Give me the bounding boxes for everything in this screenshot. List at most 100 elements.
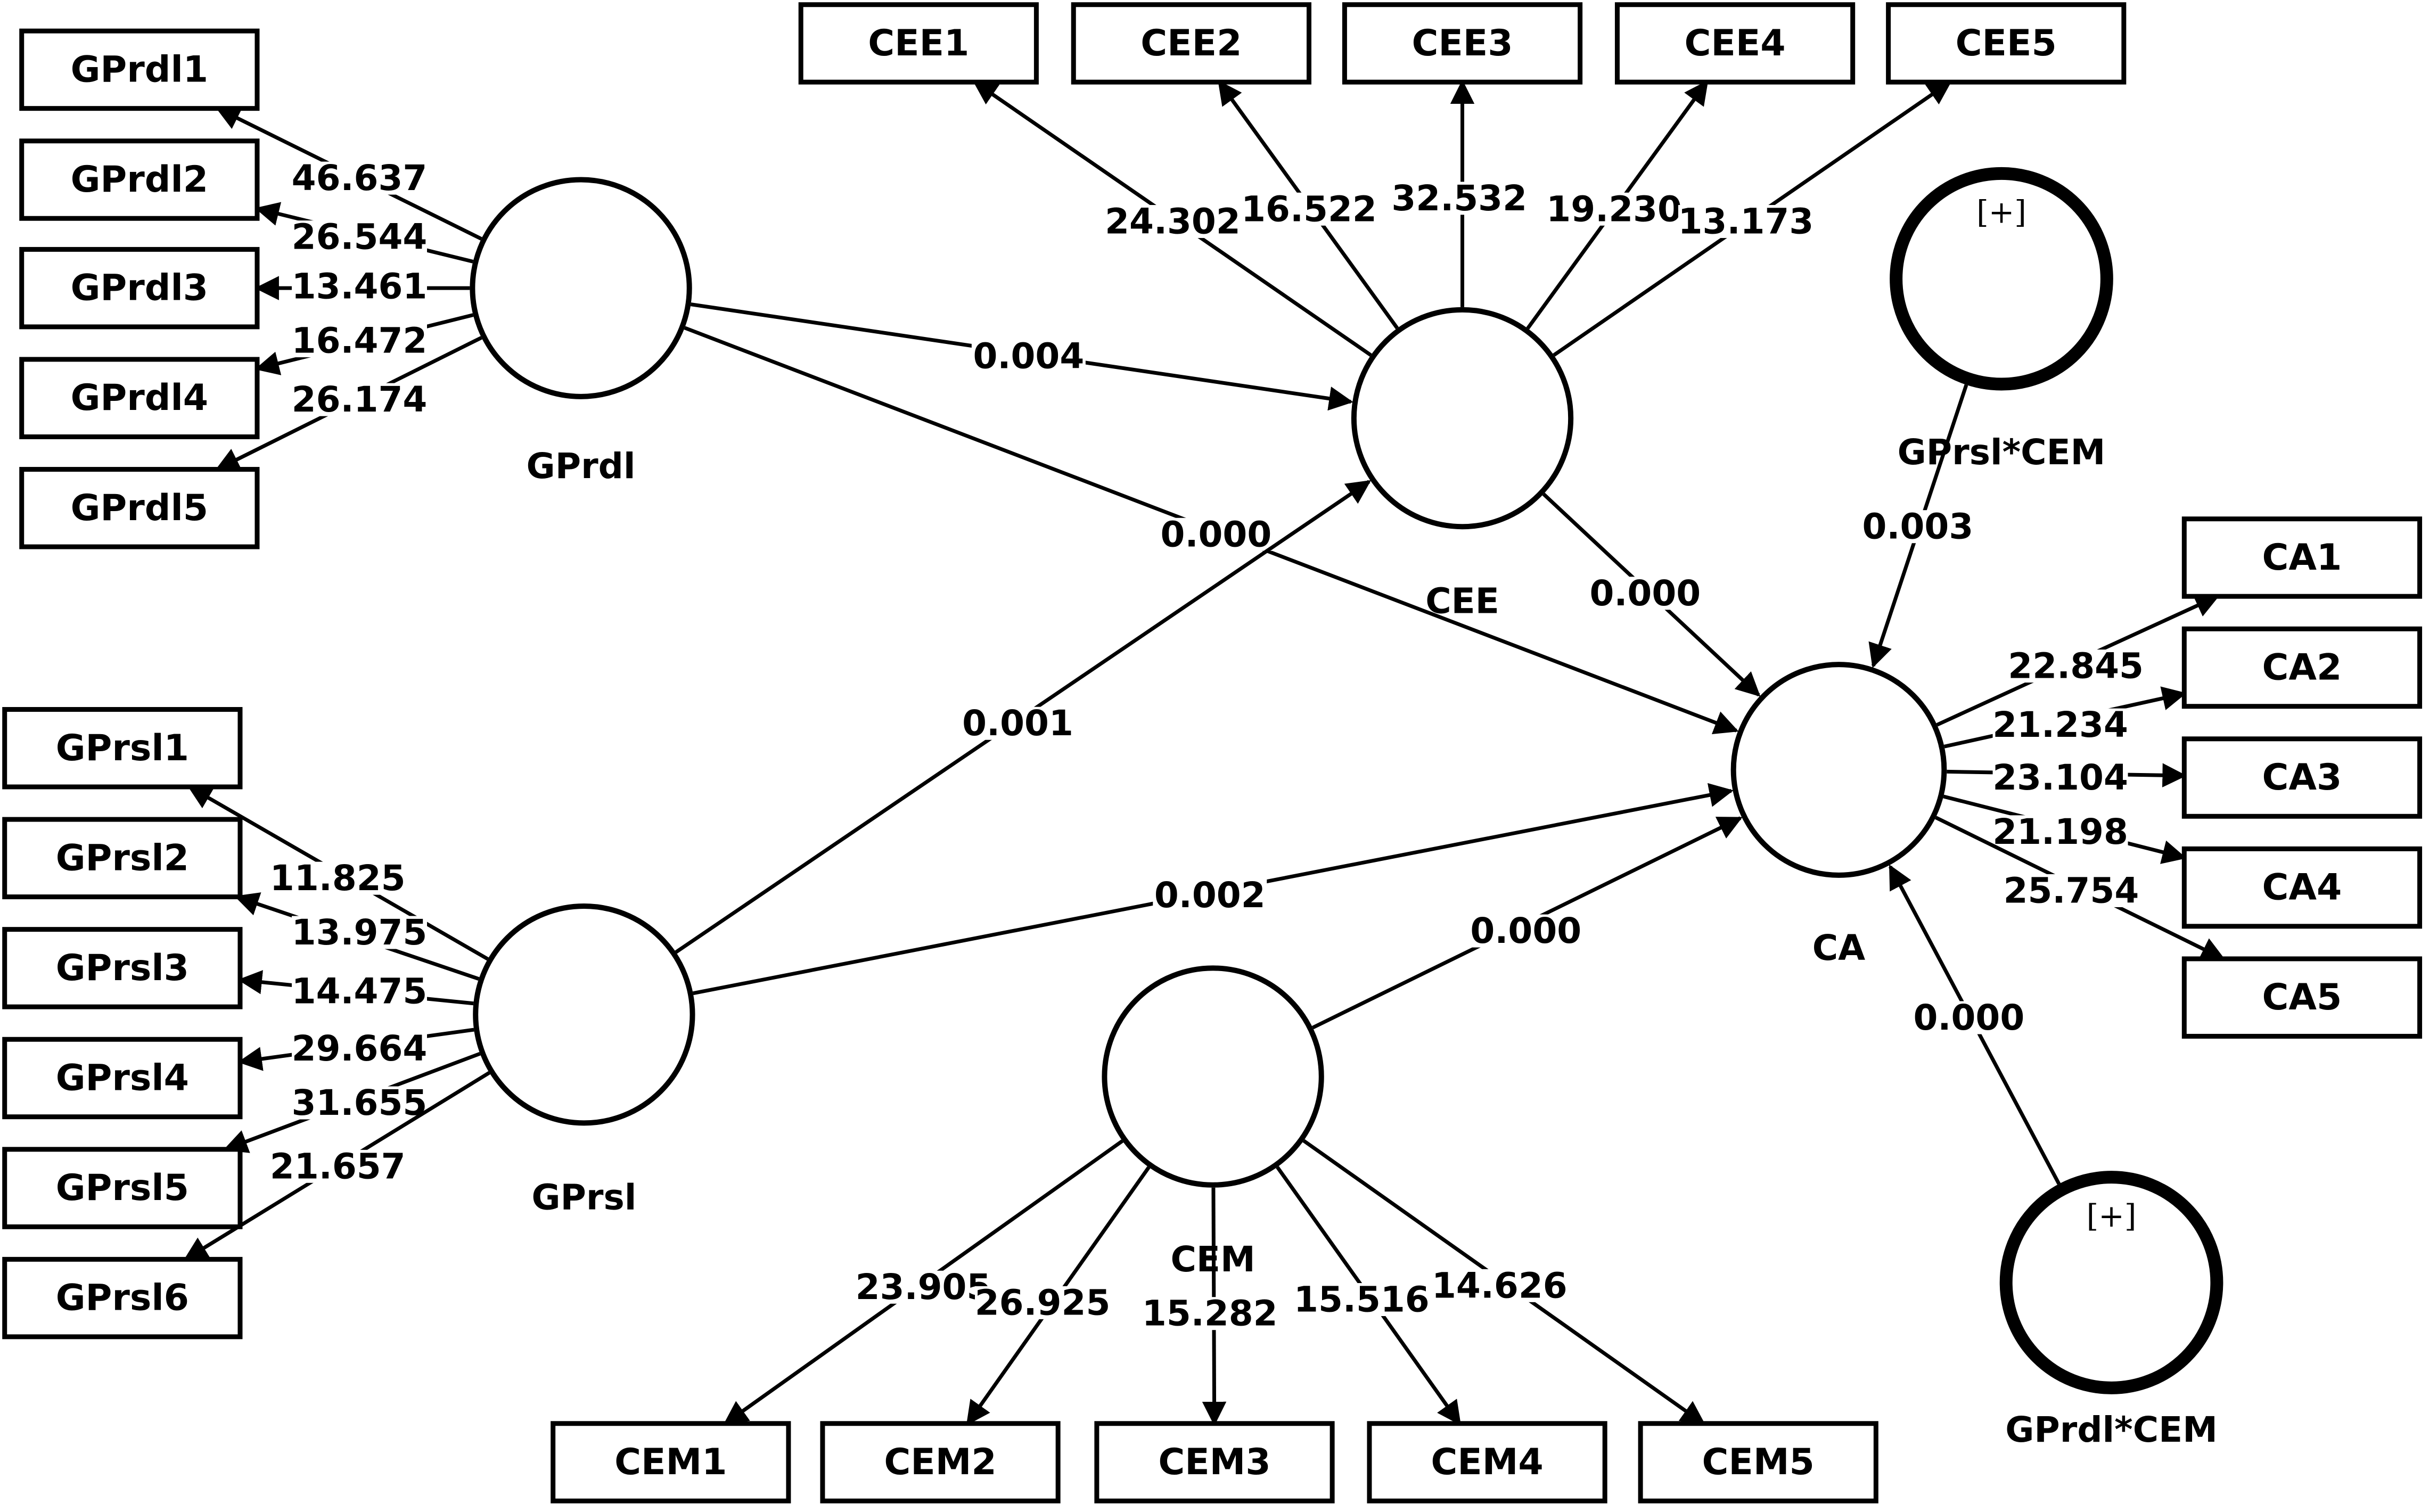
loading-value-gprsl3: 14.475 [292,971,428,1012]
loading-value-ca4: 21.198 [1992,811,2128,852]
indicator-gprdl4[interactable]: GPrdl4 [19,357,260,439]
loading-edge-gprsl2: 13.975 [234,892,480,981]
indicator-box [19,138,260,221]
indicator-cee2[interactable]: CEE2 [1071,2,1311,85]
indicator-cee5[interactable]: CEE5 [1886,2,2127,85]
latent-cem[interactable]: CEM [1102,965,1324,1280]
indicator-gprsl3[interactable]: GPrsl3 [2,927,243,1009]
indicator-gprdl2[interactable]: GPrdl2 [19,138,260,221]
path-edge-cee-ca: 0.000 [1542,492,1761,697]
indicator-cem5[interactable]: CEM5 [1638,1421,1878,1503]
indicator-label: CEM3 [1158,1441,1270,1483]
indicator-gprsl1[interactable]: GPrsl1 [2,707,243,790]
path-value-gprsl-ca-background [1153,878,1267,912]
loading-value-ca3-background [1992,761,2128,794]
latent-circle [473,903,695,1126]
indicator-gprsl6[interactable]: GPrsl6 [2,1256,243,1340]
loading-edge-gprdl2: 26.544 [255,202,474,264]
loading-value-gprsl1: 11.825 [270,858,406,899]
indicator-label: CEM2 [884,1441,996,1483]
indicator-ca2[interactable]: CA2 [2181,626,2423,709]
latent-label: GPrdl*CEM [2005,1409,2218,1450]
loading-edge-cem1: 23.905 [723,1139,1124,1425]
loading-value-gprdl3-background [291,270,427,303]
loading-edge-ca3: 23.104 [1947,757,2187,798]
expand-icon[interactable]: [+] [1976,194,2026,231]
loading-edge-cee2: 16.522 [1218,80,1399,330]
indicator-box [2181,736,2423,819]
indicator-label: GPrdl5 [71,487,209,529]
indicator-cem2[interactable]: CEM2 [820,1421,1061,1503]
loading-edge-gprdl1: 46.637 [215,106,482,241]
indicator-ca5[interactable]: CA5 [2181,956,2423,1039]
latent-cee[interactable]: CEE [1351,307,1574,621]
indicator-box [798,2,1039,85]
indicator-label: GPrsl5 [56,1167,189,1209]
indicator-box [1886,2,2127,85]
indicator-box [1638,1421,1878,1503]
indicator-ca1[interactable]: CA1 [2181,516,2423,599]
indicator-cem1[interactable]: CEM1 [551,1421,791,1503]
indicator-box [2181,626,2423,709]
indicator-ca4[interactable]: CA4 [2181,846,2423,929]
loading-edge-cee5: 13.173 [1553,80,1952,357]
latent-ca[interactable]: CA [1730,662,1947,968]
indicator-label: CA1 [2262,537,2342,579]
indicator-gprdl3[interactable]: GPrdl3 [19,246,260,330]
latent-gprsl-cem[interactable]: [+]GPrsl*CEM [1890,167,2113,473]
loading-value-cee2: 16.522 [1241,188,1377,229]
indicator-box [2181,846,2423,929]
indicator-cee3[interactable]: CEE3 [1342,2,1583,85]
loading-value-cee3: 32.532 [1391,178,1527,219]
indicator-gprdl1[interactable]: GPrdl1 [19,28,260,111]
indicator-label: GPrsl4 [56,1057,189,1099]
loading-value-ca2: 21.234 [1992,704,2128,745]
loading-value-ca3: 23.104 [1992,757,2128,798]
loading-edge-gprdl3: 13.461 [255,266,470,307]
indicator-box [551,1421,791,1503]
indicator-gprdl5[interactable]: GPrdl5 [19,467,260,549]
loading-value-gprdl4-background [291,324,427,358]
latent-gprdl-cem[interactable]: [+] GPrdl*CEM [1999,1171,2223,1450]
loading-value-cee5: 13.173 [1678,201,1814,242]
path-value-gprsl-cem-ca: 0.003 [1862,506,1974,547]
latent-gprdl[interactable]: GPrdl [470,177,692,487]
indicator-box [2,1256,243,1340]
indicator-cee1[interactable]: CEE1 [798,2,1039,85]
loading-edge-gprdl4: 16.472 [255,313,474,375]
loading-edge-cee3: 32.532 [1391,79,1527,307]
indicator-box [1071,2,1311,85]
loading-edge-cem5: 14.626 [1302,1139,1706,1425]
latent-circle [1730,662,1947,878]
indicator-label: GPrdl1 [71,48,209,91]
indicator-gprsl4[interactable]: GPrsl4 [2,1037,243,1120]
path-edge-gprdl-ca: 0.000 [684,326,1739,734]
loading-value-gprdl2-background [291,220,427,254]
latent-circle [1102,965,1324,1188]
indicator-box [19,467,260,549]
indicator-box [2181,516,2423,599]
loading-value-gprdl4: 16.472 [292,321,428,361]
path-value-gprdl-cee-background [971,340,1086,373]
expand-icon[interactable]: [+] [2087,1198,2137,1234]
path-value-cem-ca: 0.000 [1470,910,1581,951]
indicator-cem4[interactable]: CEM4 [1367,1421,1607,1503]
latent-gprsl[interactable]: GPrsl [473,903,695,1218]
indicator-ca3[interactable]: CA3 [2181,736,2423,819]
indicator-gprsl2[interactable]: GPrsl2 [2,817,243,900]
indicator-cee4[interactable]: CEE4 [1614,2,1856,85]
loading-edge-ca1: 22.845 [1936,594,2220,727]
latent-label: CEM [1170,1239,1255,1280]
latent-label: GPrdl [527,446,636,487]
indicator-cem3[interactable]: CEM3 [1094,1421,1335,1503]
loading-value-gprsl4-background [291,1032,427,1065]
loading-value-cem2: 26.925 [975,1282,1111,1323]
loading-value-cem5: 14.626 [1432,1265,1568,1306]
indicator-gprsl5[interactable]: GPrsl5 [2,1147,243,1229]
loading-value-ca4-background [1992,815,2128,849]
loading-value-cee3-background [1391,182,1527,215]
indicator-label: CA3 [2262,757,2342,799]
latent-circle [470,177,692,399]
loading-value-cee1-background [1105,205,1241,239]
